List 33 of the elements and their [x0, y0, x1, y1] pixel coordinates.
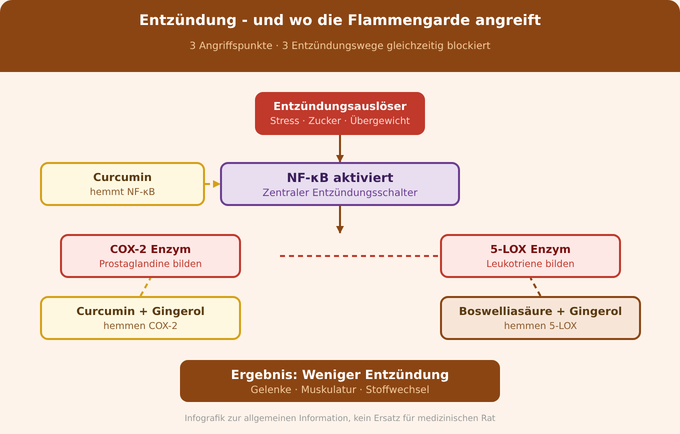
process-box — [440, 234, 621, 278]
process-box — [60, 234, 241, 278]
node-title: Entzündungsauslöser — [273, 100, 407, 113]
node-subtitle: Prostaglandine bilden — [99, 258, 202, 270]
connector-line — [140, 278, 152, 296]
node-title: Curcumin + Gingerol — [76, 304, 205, 318]
node-title: NF-κB aktiviert — [286, 170, 394, 184]
node-subtitle: hemmt NF-κB — [90, 186, 156, 198]
arrow — [336, 206, 344, 234]
node-subtitle: Stress · Zucker · Übergewicht — [270, 116, 410, 127]
connector-line — [530, 278, 542, 296]
node-subtitle: Gelenke · Muskulatur · Stoffwechsel — [250, 384, 430, 396]
node-title: Ergebnis: Weniger Entzündung — [230, 366, 450, 382]
process-box — [220, 162, 460, 206]
process-box — [255, 92, 425, 135]
footer-note: Infografik zur allgemeinen Information, kein Ersatz für medizinischen Rat — [184, 414, 496, 424]
process-box — [180, 360, 500, 402]
node-title: COX-2 Enzym — [110, 242, 192, 256]
arrow — [336, 135, 344, 163]
process-box — [440, 296, 641, 340]
node-subtitle: Leukotriene bilden — [486, 258, 575, 270]
process-box — [40, 296, 241, 340]
node-subtitle: hemmen COX-2 — [103, 320, 178, 332]
connector-line — [280, 255, 440, 257]
node-title: Boswelliasäure + Gingerol — [458, 304, 622, 318]
process-box — [40, 162, 205, 206]
node-title: Curcumin — [93, 170, 152, 184]
node-subtitle: Zentraler Entzündungsschalter — [262, 188, 418, 198]
node-subtitle: hemmen 5-LOX — [504, 320, 578, 332]
arrow — [205, 180, 221, 188]
subtitle: 3 Angriffspunkte · 3 Entzündungswege gleichzeitig blockiert — [188, 41, 492, 52]
diagram-title: Entzündung - und wo die Flammengarde angreift — [138, 13, 542, 29]
node-title: 5-LOX Enzym — [490, 242, 571, 256]
